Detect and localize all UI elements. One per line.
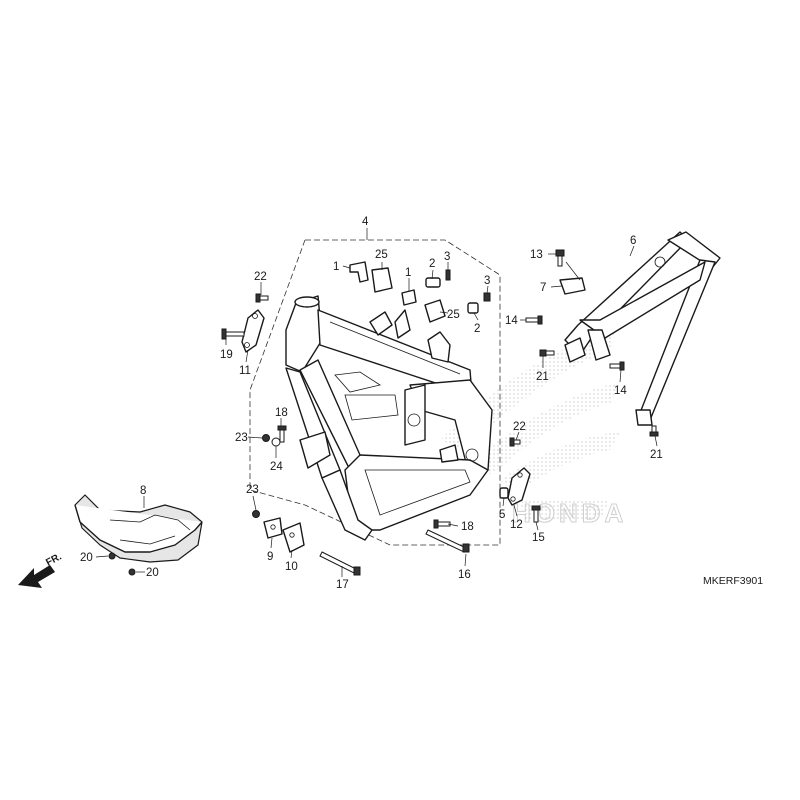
callout-7: 7 bbox=[540, 282, 546, 294]
hanger-bracket-11 bbox=[241, 309, 265, 353]
bolt-18a bbox=[277, 425, 287, 443]
band-part-25b bbox=[424, 299, 446, 323]
callout-14a: 14 bbox=[505, 315, 518, 327]
diagram-code: MKERF3901 bbox=[703, 575, 763, 587]
direction-label: FR. bbox=[44, 551, 64, 568]
bolt-14b bbox=[609, 361, 625, 371]
bolt-19 bbox=[221, 328, 245, 340]
callout-11: 11 bbox=[239, 365, 251, 377]
clip-part-1b bbox=[401, 289, 417, 306]
nut-23a bbox=[262, 434, 270, 442]
bolt-13 bbox=[555, 249, 565, 267]
callout-21b: 22 bbox=[513, 421, 526, 433]
callout-2b: 2 bbox=[474, 323, 480, 335]
callout-10: 10 bbox=[285, 561, 298, 573]
callout-14b: 14 bbox=[614, 385, 627, 397]
callout-19: 19 bbox=[220, 349, 233, 361]
callout-12: 12 bbox=[510, 519, 523, 531]
collar-part-2a bbox=[425, 277, 441, 288]
nut-23b bbox=[252, 510, 260, 518]
washer-24 bbox=[271, 437, 281, 447]
callout-18a: 18 bbox=[275, 407, 288, 419]
bolt-22a bbox=[108, 552, 116, 560]
callout-16: 16 bbox=[458, 569, 471, 581]
callout-18b: 18 bbox=[461, 521, 474, 533]
bolt-part-3a bbox=[445, 269, 451, 281]
bolt-20b bbox=[649, 425, 659, 437]
collar-5 bbox=[499, 487, 509, 499]
front-direction-arrow-icon bbox=[18, 565, 55, 588]
bolt-22b bbox=[128, 568, 136, 576]
callout-6: 6 bbox=[630, 235, 636, 247]
watermark-brand-text: HONDA bbox=[512, 498, 627, 528]
callout-25b: 25 bbox=[447, 309, 460, 321]
callout-17: 17 bbox=[336, 579, 349, 591]
bolt-18b bbox=[433, 519, 451, 529]
collar-part-2b bbox=[467, 302, 479, 314]
bolt-14a bbox=[525, 315, 543, 325]
callout-22a: 20 bbox=[80, 552, 93, 564]
callout-21a: 22 bbox=[254, 271, 267, 283]
long-bolt-17 bbox=[319, 551, 361, 576]
rear-subframe-6 bbox=[564, 231, 721, 426]
callout-1b: 1 bbox=[405, 267, 411, 279]
callout-15: 15 bbox=[532, 532, 545, 544]
long-bolt-16 bbox=[425, 529, 470, 553]
callout-9: 9 bbox=[267, 551, 273, 563]
bracket-7 bbox=[559, 277, 586, 295]
clamp-part-1a bbox=[349, 261, 369, 283]
callout-20a: 21 bbox=[536, 371, 549, 383]
callout-2a: 2 bbox=[429, 258, 435, 270]
callout-5: 5 bbox=[499, 509, 505, 521]
bolt-part-3b bbox=[483, 292, 491, 302]
callout-22b: 20 bbox=[146, 567, 159, 579]
bolt-21a bbox=[255, 293, 269, 303]
callout-13: 13 bbox=[530, 249, 543, 261]
callout-1a: 1 bbox=[333, 261, 339, 273]
mount-bracket-9 bbox=[263, 517, 283, 539]
callout-3a: 3 bbox=[444, 251, 450, 263]
link-plate-12 bbox=[507, 467, 531, 506]
callout-3b: 3 bbox=[484, 275, 490, 287]
callout-24: 24 bbox=[270, 461, 283, 473]
callout-23a: 23 bbox=[235, 432, 248, 444]
callout-8: 8 bbox=[140, 485, 146, 497]
main-frame bbox=[285, 295, 493, 541]
mount-bracket-10 bbox=[282, 522, 305, 553]
callout-25a: 25 bbox=[375, 249, 388, 261]
frame-group-outline bbox=[249, 239, 501, 546]
leader-lines bbox=[95, 245, 658, 577]
callout-23b: 23 bbox=[246, 484, 259, 496]
band-part-25a bbox=[371, 267, 393, 293]
skid-plate-8 bbox=[74, 494, 203, 563]
callout-4: 4 bbox=[362, 216, 369, 228]
bolt-20a bbox=[539, 349, 555, 357]
callout-20b: 21 bbox=[650, 449, 663, 461]
